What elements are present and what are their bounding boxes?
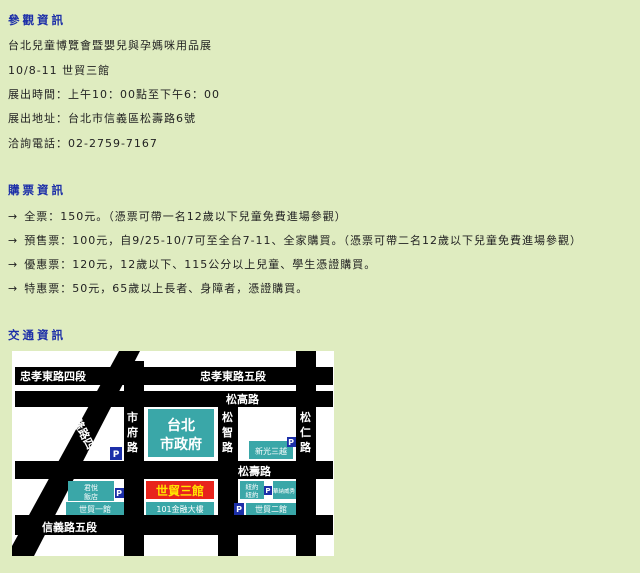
parking-label: P bbox=[288, 438, 294, 447]
ticket-item: → 預售票：100元，自9/25-10/7可至全台7-11、全家購買。（憑票可帶二… bbox=[8, 232, 582, 248]
wtc3-label: 世貿三館 bbox=[156, 483, 204, 498]
parking-label: P bbox=[236, 505, 242, 514]
wtc2-block bbox=[246, 503, 296, 515]
road-label-char: 路 bbox=[222, 440, 234, 454]
ticket-item: → 全票：150元。（憑票可帶一名12歲以下兒童免費進場參觀） bbox=[8, 208, 347, 224]
arrow-icon: → bbox=[8, 210, 19, 223]
taipei101-label: 101金融大樓 bbox=[156, 504, 203, 514]
road-label: 信義路五段 bbox=[42, 520, 97, 534]
wtc1-block bbox=[66, 502, 124, 515]
city-hall-label: 台北 bbox=[167, 417, 195, 434]
parking-icon bbox=[115, 488, 124, 498]
ticket-text: 預售票：100元，自9/25-10/7可至全台7-11、全家購買。（憑票可帶二名… bbox=[24, 234, 583, 247]
road-label-char: 松 bbox=[300, 410, 311, 424]
new-york-block bbox=[240, 481, 264, 499]
map-graphic: 忠孝東路四段 忠孝東路五段 松高路 松壽路 信義路五段 基隆路四段 市 府 路 … bbox=[12, 351, 333, 556]
road-zhongxiao bbox=[15, 367, 333, 385]
shin-kong-block bbox=[249, 441, 293, 459]
exhibition-name: 台北兒童博覽會暨嬰兒與孕媽咪用品展 bbox=[8, 39, 212, 52]
city-hall-block bbox=[148, 409, 214, 457]
ticket-text: 全票：150元。（憑票可帶一名12歲以下兒童免費進場參觀） bbox=[24, 210, 347, 223]
parking-icon bbox=[234, 503, 244, 515]
exhibition-phone: 洽詢電話：02-2759-7167 bbox=[8, 137, 158, 150]
road-label-char: 仁 bbox=[300, 425, 311, 439]
parking-label: P bbox=[116, 489, 122, 498]
arrow-icon: → bbox=[8, 258, 19, 271]
road-label-char: 市 bbox=[127, 410, 138, 424]
road-songzhi bbox=[218, 407, 238, 556]
ticket-text: 特惠票：50元，65歲以上長者、身障者，憑證購買。 bbox=[24, 282, 309, 295]
wtc3-block bbox=[146, 481, 214, 499]
road-xinyi bbox=[15, 515, 333, 535]
exhibition-date: 10/8-11 世貿三館 bbox=[8, 64, 111, 77]
road-label-char: 路 bbox=[300, 440, 312, 454]
parking-label: P bbox=[265, 487, 270, 495]
grand-hyatt-block bbox=[68, 481, 114, 501]
road-songren bbox=[296, 351, 316, 556]
ticket-item: → 優惠票：120元，12歲以下、115公分以上兒童、學生憑證購買。 bbox=[8, 256, 376, 272]
arrow-icon: → bbox=[8, 282, 19, 295]
exhibition-heading: 參觀資訊 bbox=[8, 13, 66, 27]
road-shifu bbox=[124, 361, 144, 556]
road-keelung bbox=[12, 351, 140, 556]
new-york-label: 紐約 bbox=[246, 482, 260, 491]
arrow-icon: → bbox=[8, 234, 19, 247]
road-label-char: 松 bbox=[222, 410, 233, 424]
city-hall-label: 市政府 bbox=[160, 436, 202, 453]
road-label: 松壽路 bbox=[238, 464, 272, 478]
ticket-item: → 特惠票：50元，65歲以上長者、身障者，憑證購買。 bbox=[8, 280, 308, 296]
transport-heading: 交通資訊 bbox=[8, 328, 66, 342]
wtc1-label: 世貿一館 bbox=[79, 504, 111, 514]
road-label-char: 智 bbox=[222, 425, 233, 439]
ticket-text: 優惠票：120元，12歲以下、115公分以上兒童、學生憑證購買。 bbox=[24, 258, 377, 271]
new-york-label: 紐約 bbox=[246, 490, 260, 499]
warner-village-label: 華納威秀 bbox=[273, 487, 296, 495]
map-roads bbox=[12, 351, 333, 556]
exhibition-hours: 展出時間：上午10：00點至下午6：00 bbox=[8, 88, 220, 101]
exhibition-address: 展出地址：台北市信義區松壽路6號 bbox=[8, 112, 196, 125]
road-songshou bbox=[15, 461, 333, 479]
grand-hyatt-label: 君悅 bbox=[84, 483, 98, 492]
road-label: 忠孝東路五段 bbox=[200, 369, 266, 383]
tickets-heading: 購票資訊 bbox=[8, 183, 66, 197]
shin-kong-label: 新光三越 bbox=[255, 446, 287, 456]
location-map: 忠孝東路四段 忠孝東路五段 松高路 松壽路 信義路五段 基隆路四段 市 府 路 … bbox=[12, 351, 334, 556]
road-label: 忠孝東路四段 bbox=[20, 369, 86, 383]
warner-village-block bbox=[273, 481, 296, 499]
road-label: 松高路 bbox=[226, 392, 260, 406]
taipei101-block bbox=[146, 502, 214, 515]
parking-label: P bbox=[113, 450, 120, 460]
road-songgao bbox=[15, 391, 333, 407]
wtc2-label: 世貿二館 bbox=[255, 504, 287, 514]
road-label-char: 府 bbox=[127, 425, 138, 439]
parking-icon bbox=[264, 486, 272, 495]
road-label-char: 路 bbox=[127, 440, 139, 454]
parking-icon bbox=[110, 447, 122, 460]
parking-icon bbox=[287, 437, 296, 447]
grand-hyatt-label: 飯店 bbox=[84, 492, 98, 501]
